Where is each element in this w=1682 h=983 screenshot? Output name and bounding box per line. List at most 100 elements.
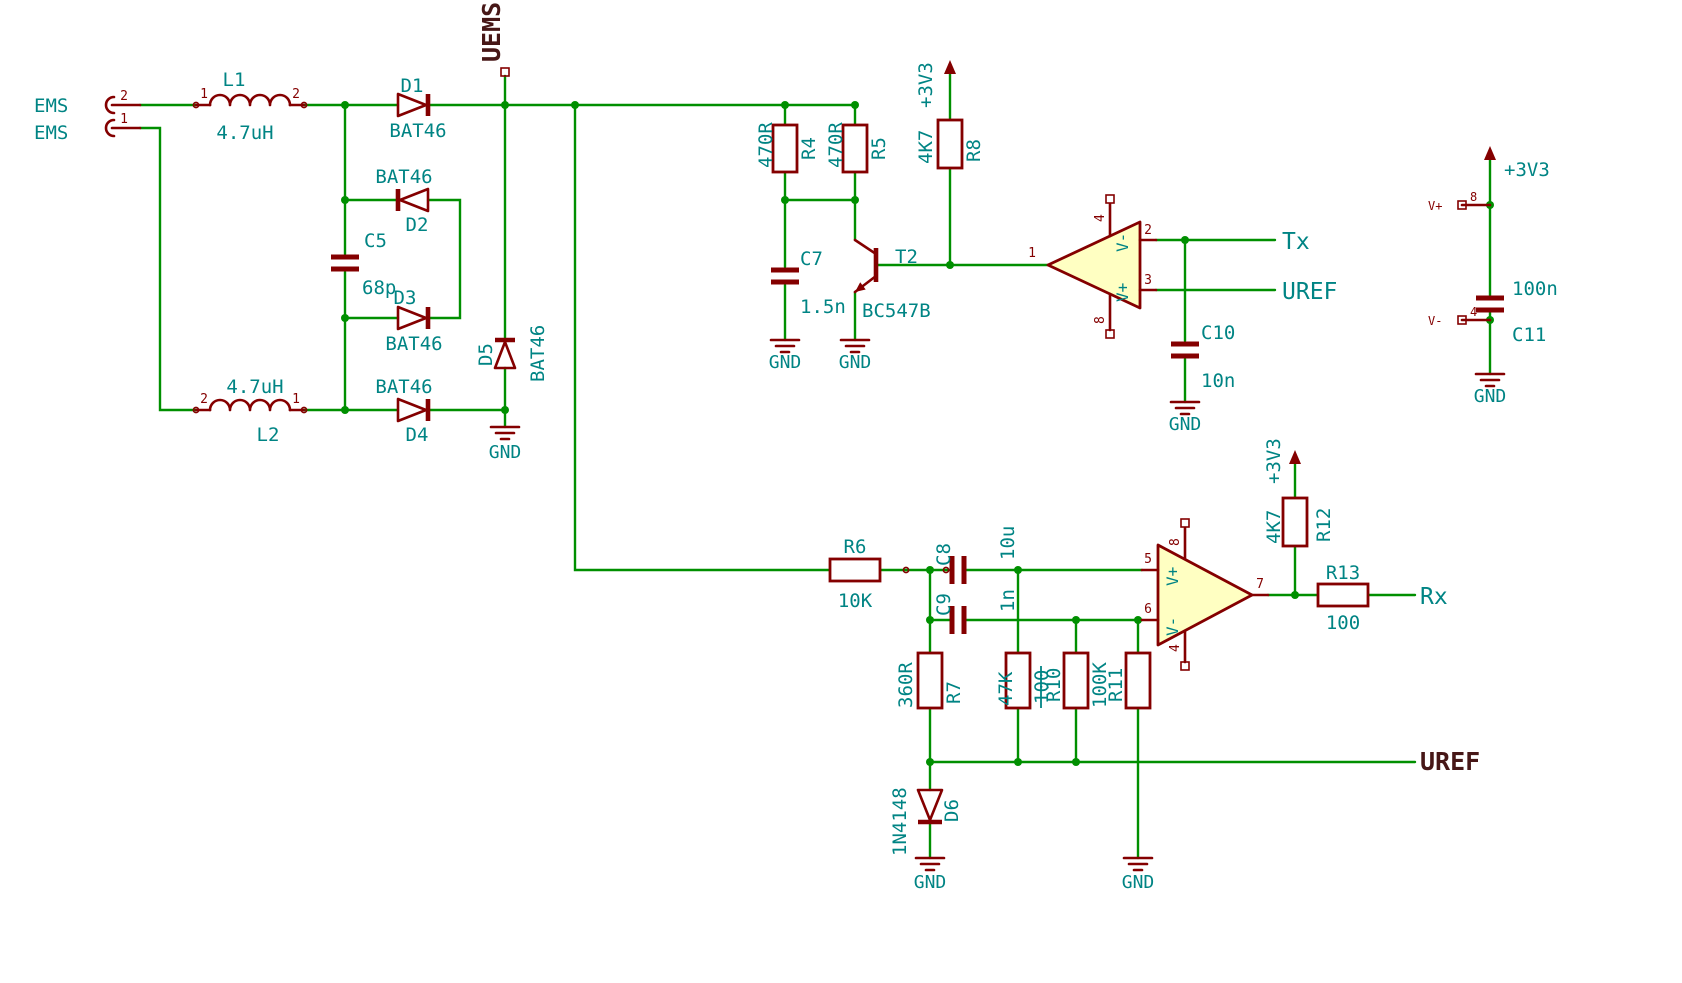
capacitor-C9: C9 1n [933, 589, 1019, 634]
C11-ref: C11 [1512, 324, 1546, 346]
T2-ref: T2 [895, 246, 918, 268]
resistor-R10: R10 100K [1043, 651, 1111, 710]
opamp-b-pin-power-bottom: 4 [1168, 644, 1183, 652]
R12-ref: R12 [1313, 508, 1335, 542]
gnd-symbol-c7 [769, 338, 801, 354]
gnd-symbol-d6 [914, 856, 946, 872]
inductor-L1: L1 4.7uH 1 2 [194, 69, 306, 144]
pin-end-markers [192, 101, 950, 574]
C8-value: 10u [997, 526, 1019, 560]
wires [138, 72, 1492, 860]
plus3v3-arrow-r8 [944, 60, 956, 74]
plus3v3-label-right: +3V3 [1504, 159, 1550, 181]
R7-value: 360R [895, 662, 917, 708]
D5-value: BAT46 [527, 325, 549, 382]
L1-value: 4.7uH [216, 122, 273, 144]
D2-ref: D2 [406, 214, 429, 236]
capacitor-C8: C8 10u [933, 526, 1019, 584]
plus3v3-arrow-r12 [1289, 450, 1301, 464]
opamp-a-pin-out: 1 [1028, 246, 1036, 261]
opamp-a-pin-in-bottom: 3 [1144, 273, 1152, 288]
R6-ref: R6 [844, 536, 867, 558]
R6-value: 10K [838, 590, 873, 612]
R13-ref: R13 [1326, 562, 1360, 584]
L2-pin-left: 2 [200, 392, 208, 407]
L1-ref: L1 [223, 69, 246, 91]
resistor-R4: 470R R4 [755, 122, 820, 174]
R9-value: 47K [995, 671, 1017, 706]
opamp-a-pin-power-bottom: 8 [1093, 316, 1108, 324]
inductor-L2: 4.7uH L2 2 1 [194, 376, 306, 446]
plus3v3-label-r8: +3V3 [915, 62, 937, 108]
resistor-R9: 47K 100 [995, 651, 1053, 710]
power-unit-vplus-number: 8 [1470, 190, 1477, 204]
C9-ref: C9 [933, 593, 955, 616]
R9-struck-value: 100 [1031, 670, 1053, 704]
gnd-symbol-d5 [489, 425, 521, 441]
net-label-uems: UEMS [477, 2, 510, 77]
R4-ref: R4 [798, 137, 820, 160]
junction-dots [341, 101, 1494, 766]
gnd-symbol-t2 [839, 338, 871, 354]
opamp-b-pin-power-top: 8 [1168, 538, 1183, 546]
net-label-rx: Rx [1420, 584, 1448, 610]
L1-pin-right: 2 [292, 87, 300, 102]
opamp-b-label-minus: V- [1163, 617, 1182, 636]
L2-value: 4.7uH [226, 376, 283, 398]
L2-pin-right: 1 [292, 392, 300, 407]
C5-value: 68p [362, 277, 396, 299]
D3-value: BAT46 [385, 333, 442, 355]
R12-value: 4K7 [1263, 510, 1285, 544]
resistor-R5: 470R R5 [825, 122, 890, 174]
D6-value: 1N4148 [889, 787, 911, 856]
C10-value: 10n [1201, 370, 1235, 392]
R8-value: 4K7 [915, 130, 937, 164]
plus3v3-label-r12: +3V3 [1263, 438, 1285, 484]
opamp-a-pin-in-top: 2 [1144, 223, 1152, 238]
diode-D1: D1 BAT46 [389, 75, 446, 142]
gnd-label-c11: GND [1474, 386, 1507, 407]
capacitor-C5: C5 68p [331, 230, 396, 299]
diode-D6: 1N4148 D6 [889, 787, 963, 856]
resistor-R7: 360R R7 [895, 651, 965, 710]
R10-value: 100K [1089, 662, 1111, 708]
gnd-label-d5: GND [489, 442, 522, 463]
opamp-b-pin-in-top: 5 [1144, 552, 1152, 567]
opamp-b-label-plus: V+ [1163, 567, 1182, 586]
power-unit-vplus-name: V+ [1428, 199, 1442, 213]
capacitor-C10: C10 10n [1171, 322, 1235, 392]
D4-ref: D4 [406, 424, 429, 446]
diode-D3: D3 BAT46 [385, 287, 442, 355]
power-unit-vminus-name: V- [1428, 314, 1442, 328]
D5-ref: D5 [475, 343, 497, 366]
diode-D2: BAT46 D2 [375, 166, 432, 236]
opamp-b-pin-out: 7 [1256, 577, 1264, 592]
connector-label-pin1: EMS [34, 122, 68, 144]
D1-ref: D1 [401, 75, 424, 97]
resistor-R13: R13 100 [1316, 562, 1370, 634]
R11-ref: R11 [1105, 668, 1127, 702]
C9-value: 1n [997, 589, 1019, 612]
C8-ref: C8 [933, 543, 955, 566]
net-label-uref-global: UREF [1420, 747, 1480, 776]
connector-ems: EMS EMS 2 1 [34, 89, 142, 144]
R7-ref: R7 [943, 681, 965, 704]
connector-pin1-number: 1 [120, 112, 128, 127]
L2-ref: L2 [257, 424, 280, 446]
C10-ref: C10 [1201, 322, 1235, 344]
R4-value: 470R [755, 122, 777, 168]
gnd-symbol-c10 [1169, 400, 1201, 416]
resistor-R11: R11 [1105, 651, 1152, 710]
gnd-label-d6: GND [914, 872, 947, 893]
gnd-label-c10: GND [1169, 414, 1202, 435]
diode-D4: BAT46 D4 [375, 376, 432, 446]
R5-ref: R5 [868, 137, 890, 160]
R13-value: 100 [1326, 612, 1360, 634]
ground-symbols: GND GND GND GND GND GND GND [489, 338, 1507, 893]
diode-D5: D5 BAT46 [475, 325, 549, 382]
R8-ref: R8 [963, 139, 985, 162]
gnd-label-t2: GND [839, 352, 872, 373]
plus3v3-arrow-right [1484, 146, 1496, 160]
